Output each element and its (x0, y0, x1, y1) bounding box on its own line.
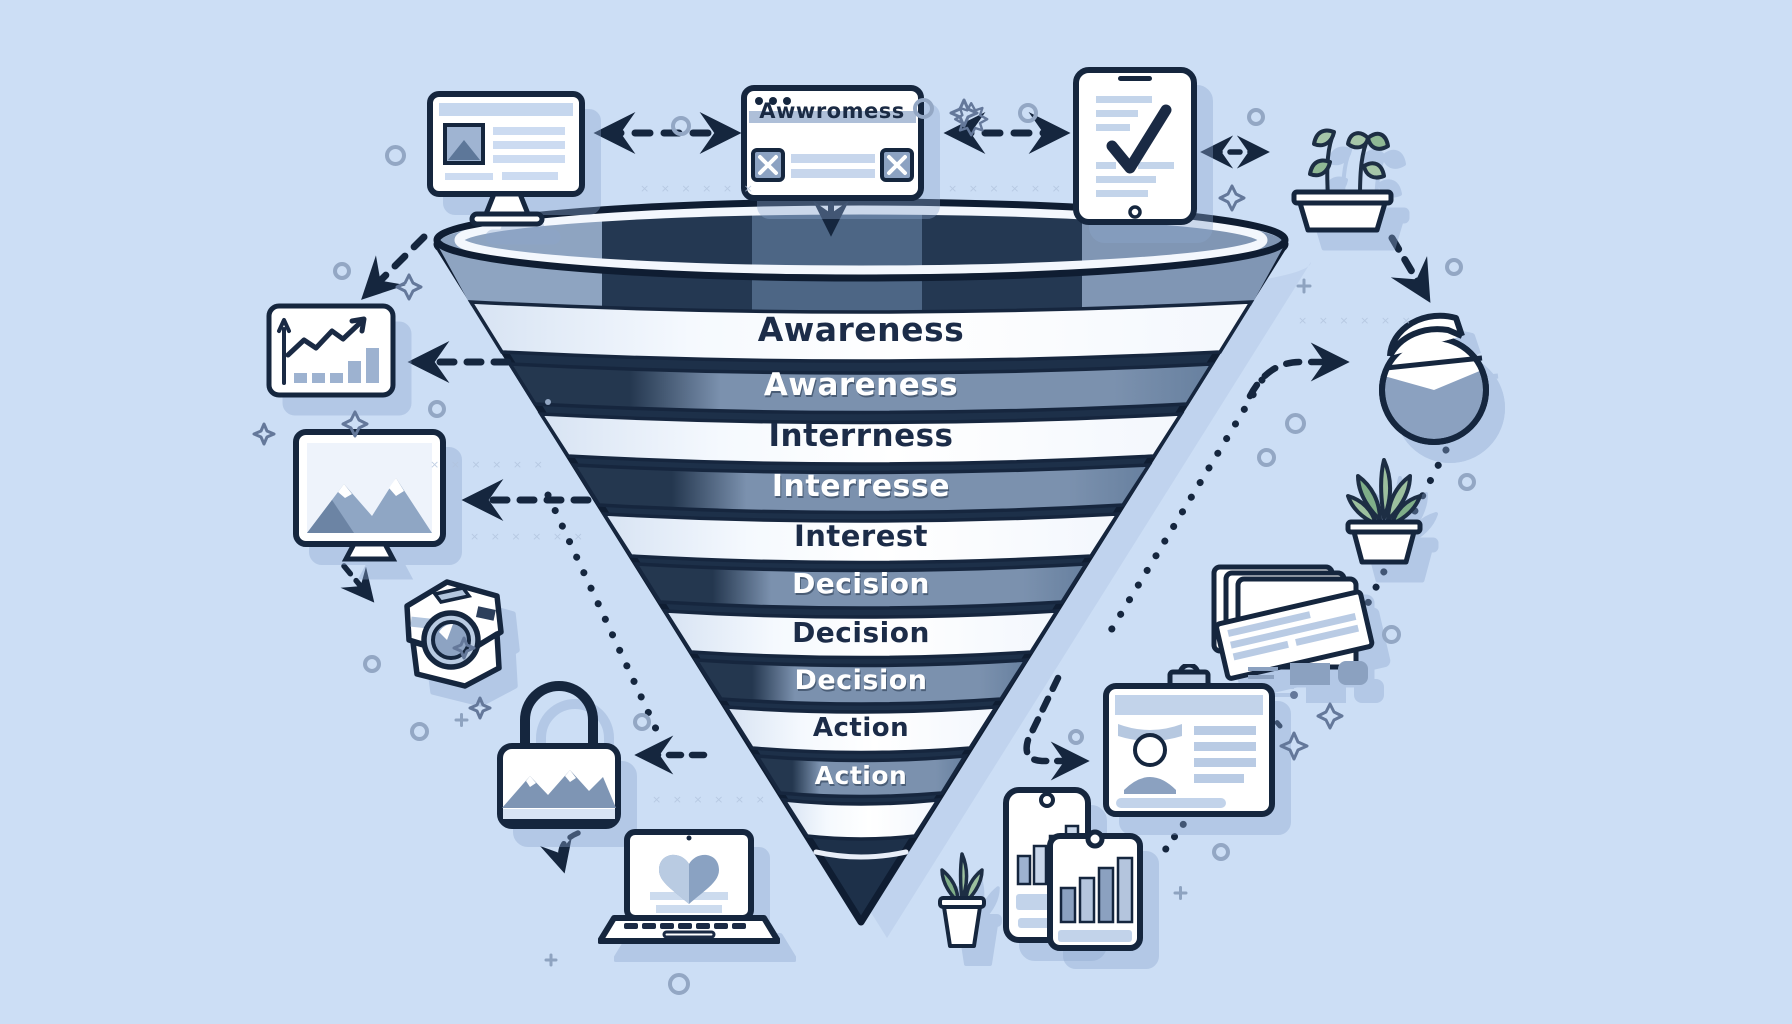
ghost-text-row: × × × × × × (430, 458, 547, 471)
ghost-text-row: × × × × × × (470, 530, 587, 543)
browser-window-icon (740, 84, 925, 202)
arrow-funnel-idcard (1023, 674, 1090, 781)
decor-ring (1285, 413, 1306, 434)
funnel-stage-label-6: Decision (792, 567, 930, 600)
decor-ring (410, 722, 429, 741)
funnel-stage-label-4: Interresse (771, 469, 951, 504)
tablet-checklist-icon (1072, 66, 1198, 226)
funnel-stage-label-3: Interrness (768, 418, 954, 454)
id-card-icon (1100, 664, 1278, 820)
decor-ring (1018, 103, 1038, 123)
ghost-text-row: × × × × × × (1298, 314, 1415, 327)
dotted-idcard-clipboard (1154, 808, 1196, 864)
padlock-image-icon (486, 658, 632, 833)
decor-ring (1458, 473, 1476, 491)
decor-ring (913, 98, 934, 119)
docs-stack-icon (1186, 563, 1381, 698)
chart-card-icon (266, 303, 396, 398)
laptop-heart-icon (598, 828, 780, 954)
arrow-monitor-chart (361, 233, 428, 300)
arrow-funnel-pie (1246, 342, 1350, 400)
browser-title-text: Awwromess (759, 99, 905, 123)
planter-plant-icon (1290, 104, 1395, 234)
decor-ring (333, 262, 351, 280)
arrow-plant-pie (1388, 234, 1431, 303)
ghost-text-row: × × × × × × (652, 793, 769, 806)
funnel-stage-label-1: Awareness (757, 310, 965, 349)
image-card-icon (292, 428, 447, 563)
dotted-pie-idcard (1106, 376, 1266, 636)
decor-ring (1257, 448, 1276, 467)
clipboard-chart-icon (1046, 826, 1144, 952)
decor-ring (1445, 258, 1463, 276)
decor-ring (385, 145, 406, 166)
decor-ring (1068, 729, 1084, 745)
ghost-text-row: × × × × × × (640, 182, 757, 195)
small-plant-icon (930, 836, 994, 951)
funnel-stage-label-9: Action (812, 713, 910, 743)
succulent-plant-icon (1336, 440, 1432, 566)
funnel-stage-label-10: Action (814, 761, 908, 790)
product-box-icon (385, 566, 517, 694)
decor-ring (633, 713, 651, 731)
pie-chart-icon (1364, 296, 1502, 446)
arrow-laptop-curl (540, 830, 581, 874)
funnel-stage-label-5: Interest (793, 519, 929, 553)
funnel-stage-label-2: Awareness (763, 367, 959, 403)
decor-ring (1247, 108, 1265, 126)
funnel-stage-label-8: Decision (794, 665, 928, 696)
decor-ring (428, 400, 446, 418)
decor-ring (1382, 625, 1401, 644)
monitor-icon (424, 88, 589, 228)
decor-ring (1212, 843, 1230, 861)
dotted-funnel-padlock (544, 491, 666, 746)
ghost-text-row: × × × × × × (948, 182, 1065, 195)
funnel-stage-label-7: Decision (792, 616, 930, 649)
decor-ring (671, 116, 691, 136)
arrow-imagecard-box (340, 563, 375, 603)
decor-ring (668, 973, 690, 995)
decor-ring (363, 655, 381, 673)
